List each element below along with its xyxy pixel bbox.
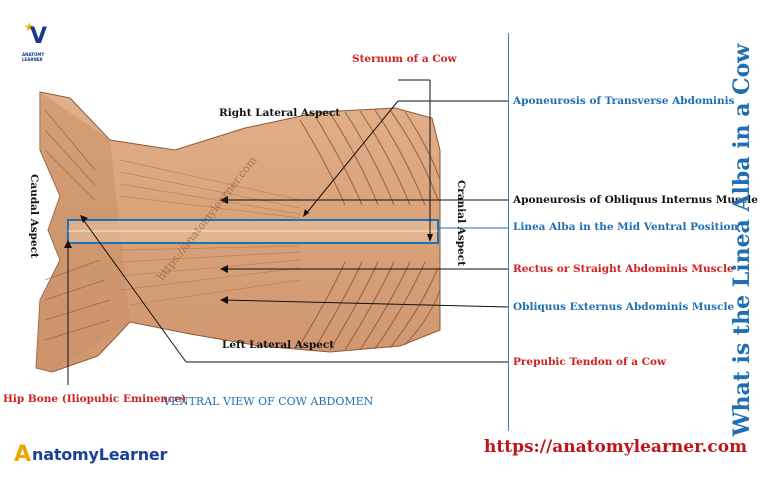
leader-lines — [67, 79, 509, 385]
obliquus-externus-label: Obliquus Externus Abdominis Muscle — [513, 301, 735, 313]
brand-word: natomyLearner — [32, 444, 168, 464]
prepubic-tendon-label: Prepubic Tendon of a Cow — [513, 356, 667, 368]
muscle-fibers — [119, 159, 301, 306]
left-lateral-aspect-label: Left Lateral Aspect — [222, 339, 335, 351]
anatomylearner-logo-top: ★ V ANATOMY LEARNER — [22, 20, 56, 62]
page-title: What is the Linea Alba in a Cow — [729, 43, 755, 437]
cranial-aspect-label: Cranial Aspect — [455, 179, 468, 267]
aponeurosis-transverse-label: Aponeurosis of Transverse Abdominis — [513, 95, 735, 107]
linea-alba-label: Linea Alba in the Mid Ventral Position — [513, 221, 739, 233]
hip-bone-label: Hip Bone (Iliopubic Eminence) — [3, 393, 187, 405]
upper-rib-muscles — [299, 109, 441, 206]
logo-text: ANATOMY LEARNER — [22, 52, 45, 62]
rectus-abdominis-label: Rectus or Straight Abdominis Muscle — [513, 263, 734, 275]
right-lateral-aspect-label: Right Lateral Aspect — [219, 107, 341, 119]
star-icon: ★ — [24, 20, 35, 34]
caudal-aspect-label: Caudal Aspect — [27, 174, 40, 258]
logo-v-mark: V — [30, 24, 48, 49]
brand-mark: A — [14, 441, 32, 467]
sternum-label: Sternum of a Cow — [352, 53, 457, 65]
site-url-link[interactable]: https://anatomylearner.com — [484, 437, 748, 457]
anatomylearner-brand: A natomyLearner — [14, 440, 167, 468]
view-caption: VENTRAL VIEW OF COW ABDOMEN — [163, 395, 374, 408]
divider-line — [508, 33, 509, 431]
aponeurosis-obliquus-internus-label: Aponeurosis of Obliquus Internus Muscle — [513, 194, 758, 206]
